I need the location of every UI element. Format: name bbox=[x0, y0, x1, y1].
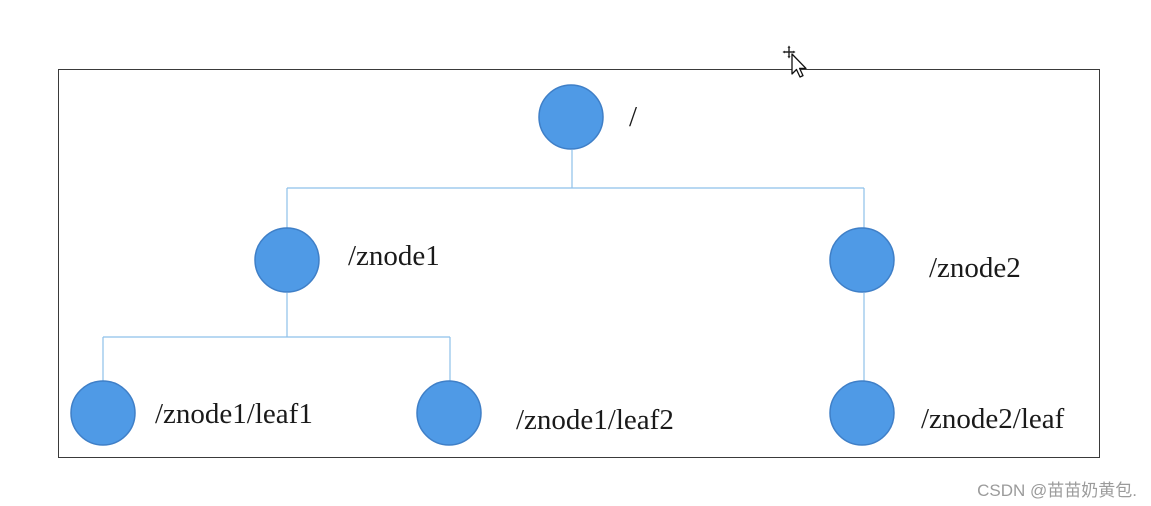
edge-root-children bbox=[286, 150, 865, 228]
node-leaf2 bbox=[416, 380, 482, 446]
node-leaf3 bbox=[829, 380, 895, 446]
edge-znode1-leaves bbox=[102, 293, 451, 381]
node-root bbox=[538, 84, 604, 150]
move-cursor-icon bbox=[781, 44, 807, 78]
node-znode1 bbox=[254, 227, 320, 293]
node-label-leaf1: /znode1/leaf1 bbox=[155, 398, 313, 430]
node-leaf1 bbox=[70, 380, 136, 446]
node-znode2 bbox=[829, 227, 895, 293]
node-label-znode2: /znode2 bbox=[929, 252, 1021, 284]
diagram-frame bbox=[58, 69, 1100, 458]
tree-edges bbox=[102, 150, 865, 381]
csdn-watermark: CSDN @苗苗奶黄包. bbox=[977, 481, 1137, 500]
tree-nodes bbox=[70, 84, 895, 446]
node-label-leaf3: /znode2/leaf bbox=[921, 403, 1065, 435]
node-label-znode1: /znode1 bbox=[348, 240, 440, 272]
node-label-root: / bbox=[629, 101, 638, 133]
node-label-leaf2: /znode1/leaf2 bbox=[516, 404, 674, 436]
